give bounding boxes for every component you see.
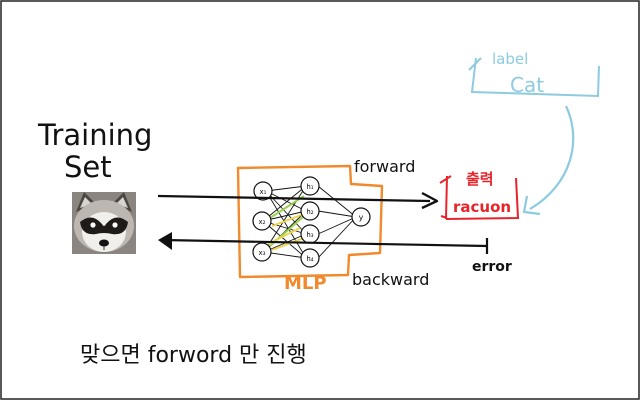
output-box-marks bbox=[439, 175, 452, 219]
backward-arrow-line bbox=[162, 238, 488, 248]
output-node: y bbox=[351, 207, 371, 227]
label-box-value: Cat bbox=[510, 73, 544, 97]
training-title: Training bbox=[37, 118, 152, 152]
caption-text: 맞으면 forword 만 진행 bbox=[80, 343, 307, 368]
forward-arrowhead bbox=[421, 191, 439, 210]
output-box-title: 출력 bbox=[466, 170, 494, 188]
output-box-left bbox=[445, 175, 448, 220]
forward-arrow-line bbox=[157, 194, 431, 203]
input-node-label: x₃ bbox=[259, 249, 266, 257]
hidden-node-label: h₄ bbox=[306, 255, 313, 263]
label-compare-arrowhead bbox=[522, 195, 541, 216]
hidden-node-label: h₃ bbox=[306, 231, 313, 239]
hidden-node-3: h₃ bbox=[300, 224, 320, 244]
hidden-node-1: h₁ bbox=[300, 176, 320, 196]
mlp-label: MLP bbox=[284, 273, 327, 294]
mlp-boundary bbox=[236, 164, 384, 279]
training-subtitle: Set bbox=[64, 150, 112, 184]
hidden-node-label: h₂ bbox=[306, 208, 313, 216]
output-node-label: y bbox=[359, 213, 364, 222]
error-label: error bbox=[472, 259, 512, 275]
raccoon-image bbox=[72, 192, 136, 254]
backward-arrowhead bbox=[158, 232, 172, 250]
label-compare-arrow bbox=[529, 105, 575, 210]
hidden-node-label: h₁ bbox=[306, 183, 313, 191]
hidden-node-2: h₂ bbox=[300, 201, 320, 221]
label-box-title: label bbox=[492, 50, 528, 68]
label-box-mark bbox=[468, 57, 482, 71]
input-node-1: x₁ bbox=[253, 181, 273, 201]
input-node-3: x₃ bbox=[252, 242, 272, 262]
input-node-2: x₂ bbox=[252, 211, 272, 231]
label-box-frame bbox=[470, 57, 600, 98]
forward-label: forward bbox=[354, 157, 415, 176]
hidden-node-4: h₄ bbox=[300, 248, 320, 268]
input-node-label: x₁ bbox=[260, 188, 267, 196]
hidden-output-connections bbox=[317, 185, 357, 259]
input-node-label: x₂ bbox=[259, 218, 266, 226]
output-box-value: racuon bbox=[453, 198, 511, 216]
backward-label: backward bbox=[352, 270, 429, 289]
output-box-frame bbox=[445, 177, 520, 220]
